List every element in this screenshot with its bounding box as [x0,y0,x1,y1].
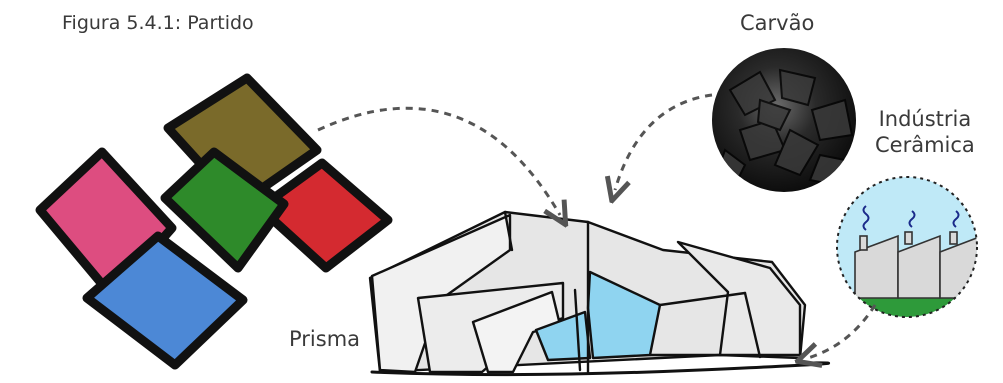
arrow-industry-to-prism [808,305,875,358]
arrow-coal-to-prism [615,95,712,190]
ceramic-industry-icon [830,177,990,335]
industry-label-line2: Cerâmica [875,132,975,158]
prism-label: Prisma [289,326,360,352]
coal-label: Carvão [740,10,814,36]
industry-label-line1: Indústria [875,106,975,132]
building-sketch [370,212,829,375]
coal-photo-icon [712,48,856,192]
figure-caption: Figura 5.4.1: Partido [62,12,254,36]
industry-label: Indústria Cerâmica [875,106,975,159]
